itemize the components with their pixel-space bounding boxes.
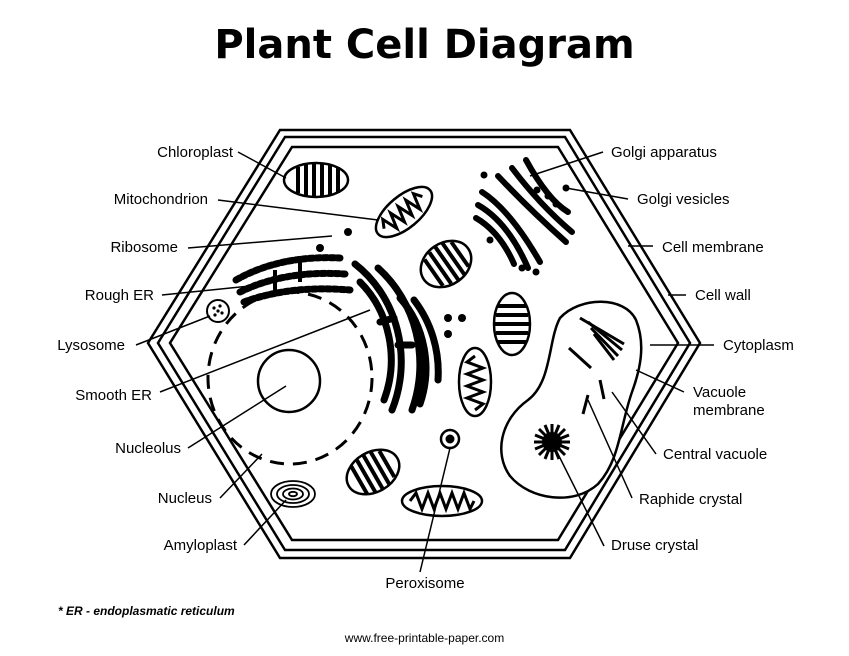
label-nucleus: Nucleus [158, 490, 212, 507]
golgi-vesicles [480, 171, 570, 276]
label-lysosome: Lysosome [57, 337, 125, 354]
raphide-crystal [567, 316, 625, 415]
smooth-er [351, 260, 442, 414]
nucleus [206, 290, 374, 466]
label-cell-membrane: Cell membrane [662, 239, 764, 256]
cell-membrane [168, 145, 680, 542]
label-smooth-er: Smooth ER [75, 387, 152, 404]
label-druse-crystal: Druse crystal [611, 537, 699, 554]
lysosome [206, 299, 230, 323]
mitochondrion-bottom [400, 484, 484, 518]
label-golgi-vesicles: Golgi vesicles [637, 191, 730, 208]
mitochondrion-top [374, 185, 434, 239]
label-vacuole-membrane-line1: Vacuole [693, 384, 746, 401]
cell-wall-outer [146, 128, 702, 560]
chloroplast-center [419, 239, 473, 289]
label-central-vacuole: Central vacuole [663, 446, 767, 463]
leader-lines [135, 151, 714, 573]
label-amyloplast: Amyloplast [164, 537, 238, 554]
label-peroxisome: Peroxisome [385, 575, 464, 592]
mitochondrion-right [457, 346, 493, 418]
label-ribosome: Ribosome [110, 239, 178, 256]
label-golgi-apparatus: Golgi apparatus [611, 144, 717, 161]
website-url: www.free-printable-paper.com [344, 631, 505, 645]
peroxisome [439, 428, 461, 450]
chloroplast-bottom [345, 448, 401, 496]
ribosome-dot [444, 330, 452, 338]
label-chloroplast: Chloroplast [157, 144, 234, 161]
label-mitochondrion: Mitochondrion [114, 191, 208, 208]
golgi-apparatus [473, 157, 575, 271]
chloroplast [282, 161, 350, 199]
ribosome-dot [344, 228, 352, 236]
chloroplast-right [492, 291, 532, 357]
rough-er [232, 254, 354, 306]
ribosome-dot [316, 244, 324, 252]
label-raphide-crystal: Raphide crystal [639, 491, 742, 508]
label-rough-er: Rough ER [85, 287, 154, 304]
label-cytoplasm: Cytoplasm [723, 337, 794, 354]
cell-wall-inner [156, 135, 692, 552]
ribosome-dot [444, 314, 452, 322]
label-vacuole-membrane-line2: membrane [693, 402, 765, 419]
label-nucleolus: Nucleolus [115, 440, 181, 457]
rough-er-stalks [273, 262, 302, 290]
label-cell-wall: Cell wall [695, 287, 751, 304]
ribosome-dot [458, 314, 466, 322]
amyloplast [270, 480, 316, 508]
druse-crystal [534, 424, 570, 460]
nucleolus [256, 348, 322, 414]
page-title: Plant Cell Diagram [214, 22, 635, 68]
footnote: * ER - endoplasmatic reticulum [58, 604, 235, 618]
